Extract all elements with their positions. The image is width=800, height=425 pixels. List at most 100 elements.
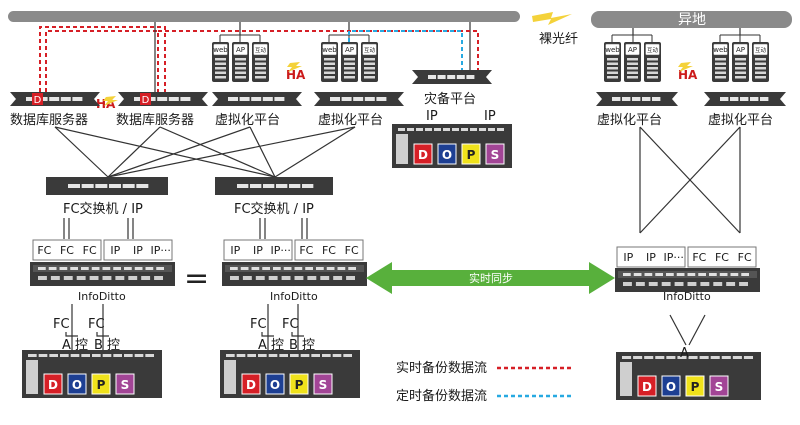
svg-text:P: P xyxy=(691,380,700,394)
tower-server-icon: web xyxy=(212,42,229,82)
virt-platform-label-2: 虚拟化平台 xyxy=(318,113,383,128)
port-label: FC xyxy=(83,244,97,257)
tower-label: 互动 xyxy=(255,47,267,54)
port-label: FC xyxy=(738,251,752,264)
ha-label-virt: HA xyxy=(286,68,306,82)
svg-text:D: D xyxy=(642,380,652,394)
rack-server-icon: D xyxy=(10,92,100,106)
fc-label-lower-2: FC xyxy=(88,317,105,332)
backbone-stems xyxy=(239,22,741,70)
port-label: IP xyxy=(646,251,656,264)
infoditto-appliance-icon xyxy=(615,268,760,292)
virt-platform-label-3: 虚拟化平台 xyxy=(597,113,662,128)
infoditto-label-2: InfoDitto xyxy=(270,290,318,303)
dr-platform-label: 灾备平台 xyxy=(424,91,476,107)
remote-site-label: 异地 xyxy=(678,12,706,28)
tower-server-icon: 互动 xyxy=(644,42,661,82)
dops-block: O xyxy=(265,373,285,395)
realtime-sync-arrow xyxy=(366,262,615,294)
fc-connector-marks xyxy=(65,332,304,337)
fc-switch-icon xyxy=(46,177,168,195)
tower-server-icon: AP xyxy=(732,42,749,82)
scheduled-backup-lines xyxy=(348,30,463,70)
rack-server-icon: D xyxy=(118,92,208,106)
fc-label-lower-4: FC xyxy=(282,317,299,332)
tower-server-icon: 互动 xyxy=(752,42,769,82)
switch-port-links xyxy=(63,218,308,239)
ha-label-remote: HA xyxy=(678,68,698,82)
svg-text:S: S xyxy=(121,378,130,392)
legend-scheduled-text: 定时备份数据流 xyxy=(396,388,487,404)
dops-block: D xyxy=(43,373,63,395)
dops-block: S xyxy=(709,375,729,397)
svg-text:D: D xyxy=(48,378,58,392)
dops-block: P xyxy=(289,373,309,395)
dops-block: D xyxy=(241,373,261,395)
svg-text:S: S xyxy=(715,380,724,394)
svg-text:D: D xyxy=(418,148,428,162)
rack-server-icon xyxy=(704,92,786,106)
app-group-4 xyxy=(719,34,761,42)
tower-label: web xyxy=(213,46,228,54)
port-label: IP xyxy=(230,244,240,257)
tower-server-icon: AP xyxy=(624,42,641,82)
a-label-remote: A xyxy=(680,346,689,361)
ha-bolt-icons xyxy=(103,62,693,106)
db-server-label-2: 数据库服务器 xyxy=(116,112,194,128)
svg-text:P: P xyxy=(295,378,304,392)
dops-block: O xyxy=(661,375,681,397)
infoditto-label-1: InfoDitto xyxy=(78,290,126,303)
tower-server-icon: 互动 xyxy=(252,42,269,82)
dops-block: D xyxy=(637,375,657,397)
rack-server-icon xyxy=(212,92,302,106)
tower-label: web xyxy=(713,46,728,54)
db-d-badge: D xyxy=(140,93,151,106)
port-label: FC xyxy=(692,251,706,264)
svg-text:D: D xyxy=(142,95,150,106)
port-label: IP xyxy=(110,244,120,257)
tower-server-icon: web xyxy=(321,42,338,82)
port-label: FC xyxy=(60,244,74,257)
dops-block: S xyxy=(115,373,135,395)
dops-block: O xyxy=(67,373,87,395)
app-group-3 xyxy=(611,34,653,42)
tower-server-icon: AP xyxy=(341,42,358,82)
lower-fc-links xyxy=(71,304,706,350)
svg-text:P: P xyxy=(97,378,106,392)
tower-label: AP xyxy=(628,46,637,54)
dops-block: P xyxy=(91,373,111,395)
port-label: IP··· xyxy=(150,244,170,257)
rack-server-icon xyxy=(412,70,492,84)
fc-switch-label-1: FC交换机 / IP xyxy=(63,201,143,217)
port-label: IP xyxy=(253,244,263,257)
legend-realtime-text: 实时备份数据流 xyxy=(396,360,487,376)
svg-text:O: O xyxy=(666,380,676,394)
port-box: FC FC FC xyxy=(687,246,757,268)
svg-text:O: O xyxy=(442,148,452,162)
port-label: IP xyxy=(623,251,633,264)
realtime-sync-label: 实时同步 xyxy=(469,271,513,285)
svg-text:P: P xyxy=(467,148,476,162)
port-label: IP··· xyxy=(663,251,683,264)
fc-label-lower-1: FC xyxy=(53,317,70,332)
port-label: FC xyxy=(715,251,729,264)
tower-label: AP xyxy=(236,46,245,54)
dops-block: S xyxy=(485,143,505,165)
svg-text:O: O xyxy=(270,378,280,392)
rack-server-icon xyxy=(314,92,404,106)
dops-block: O xyxy=(437,143,457,165)
lightning-icon xyxy=(532,12,572,25)
tower-server-icon: 互动 xyxy=(361,42,378,82)
dops-block: S xyxy=(313,373,333,395)
virt-platform-label-4: 虚拟化平台 xyxy=(708,113,773,128)
b-ctrl-label-2: B 控 xyxy=(289,338,315,353)
tower-label: web xyxy=(322,46,337,54)
a-ctrl-label-2: A 控 xyxy=(258,338,284,353)
